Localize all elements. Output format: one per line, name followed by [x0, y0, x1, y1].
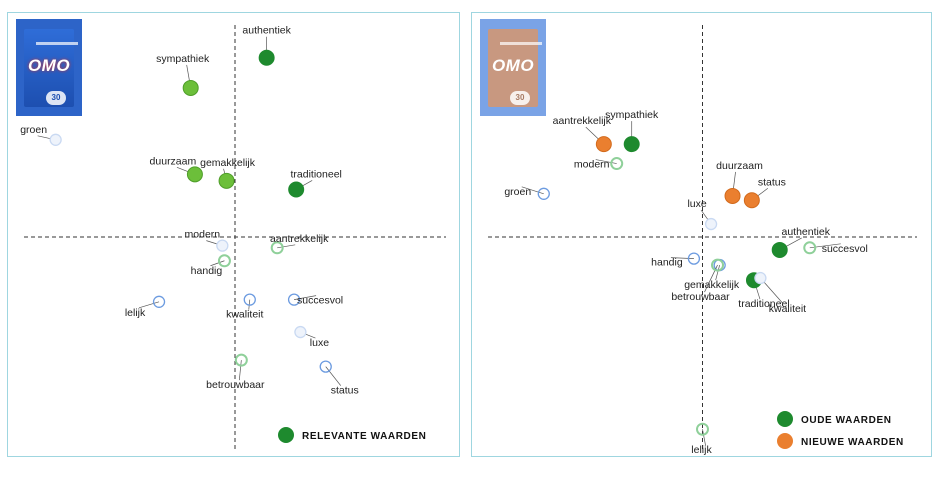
legend-marker — [777, 433, 793, 449]
label-leader-line — [138, 301, 160, 309]
pack-strip — [36, 42, 78, 45]
data-point-kwaliteit — [754, 271, 767, 285]
data-point-duurzaam — [724, 187, 741, 204]
data-label-modern: modern — [574, 159, 610, 171]
label-leader-line — [521, 186, 544, 195]
label-leader-line — [715, 264, 720, 281]
data-point-handig — [217, 254, 231, 268]
legend-marker — [777, 411, 793, 427]
data-point-duurzaam — [186, 166, 203, 183]
data-point-gemakkelijk — [218, 172, 235, 189]
data-label-aantrekkelijk: aantrekkelijk — [553, 115, 612, 127]
data-label-succesvol: succesvol — [297, 295, 343, 307]
label-leader-line — [238, 360, 242, 381]
data-label-authentiek: authentiek — [781, 226, 830, 238]
data-label-authentiek: authentiek — [242, 25, 291, 37]
pack-box: OMO 30 — [24, 29, 78, 107]
data-label-betrouwbaar: betrouwbaar — [671, 291, 730, 303]
data-point-sympathiek — [182, 79, 199, 96]
pack-strip — [500, 42, 542, 45]
data-label-succesvol: succesvol — [822, 243, 868, 255]
data-label-duurzaam: duurzaam — [150, 155, 197, 167]
data-label-betrouwbaar: betrouwbaar — [206, 379, 265, 391]
pack-brand-logo: OMO — [491, 56, 535, 75]
data-point-status — [743, 192, 760, 209]
data-label-sympathiek: sympathiek — [156, 53, 210, 65]
data-point-status — [319, 360, 332, 373]
data-point-kwaliteit — [243, 293, 256, 306]
data-label-kwaliteit: kwaliteit — [226, 309, 263, 321]
label-leader-line — [210, 260, 225, 267]
data-point-lelijk — [152, 295, 166, 308]
data-point-modern — [610, 157, 624, 171]
label-leader-line — [702, 429, 706, 446]
legend-label: OUDE WAARDEN — [801, 415, 892, 426]
chart-panel-left: OMO 30 authentiek sympathiek groen duurzaam… — [7, 12, 460, 457]
data-label-duurzaam: duurzaam — [716, 160, 763, 172]
legend-label: RELEVANTE WAARDEN — [302, 431, 426, 442]
data-label-groen: groen — [504, 186, 531, 198]
data-label-aantrekkelijk: aantrekkelijk — [270, 233, 329, 245]
data-label-lelijk: lelijk — [125, 307, 146, 319]
label-leader-line — [294, 295, 317, 300]
data-label-luxe: luxe — [687, 198, 706, 210]
label-leader-line — [670, 257, 694, 259]
data-point-groen — [537, 187, 550, 200]
product-pack-image-new: OMO 30 — [480, 19, 546, 116]
data-label-sympathiek: sympathiek — [605, 109, 659, 121]
data-point-luxe — [294, 325, 307, 339]
data-label-modern: modern — [185, 229, 221, 241]
data-point-authentiek — [771, 241, 788, 258]
data-label-gemakkelijk: gemakkelijk — [200, 157, 256, 169]
data-point-sympathiek — [623, 136, 640, 153]
data-point-authentiek — [258, 49, 275, 66]
data-point-traditioneel — [288, 181, 305, 198]
data-label-status: status — [331, 385, 359, 397]
pack-brand-logo: OMO — [27, 56, 71, 75]
label-leader-line — [277, 244, 296, 249]
data-point-aantrekkelijk — [270, 241, 284, 255]
data-point-luxe — [704, 217, 718, 231]
data-point-aantrekkelijk — [595, 136, 612, 153]
legend-marker — [278, 427, 294, 443]
data-point-lelijk — [696, 422, 709, 436]
data-point-handig — [687, 252, 701, 265]
data-label-kwaliteit: kwaliteit — [769, 303, 806, 315]
pack-dose-badge: 30 — [510, 91, 530, 105]
data-label-traditioneel: traditioneel — [291, 168, 342, 180]
data-point-succesvol — [803, 241, 817, 255]
label-leader-line — [595, 159, 617, 164]
data-label-gemakkelijk: gemakkelijk — [684, 279, 740, 291]
data-point-succesvol — [287, 293, 301, 306]
pack-dose-badge: 30 — [46, 91, 66, 105]
data-point-betrouwbaar — [234, 353, 248, 367]
data-label-handig: handig — [651, 257, 683, 269]
data-label-groen: groen — [20, 124, 47, 136]
label-leader-line — [325, 366, 342, 386]
legend-label: NIEUWE WAARDEN — [801, 437, 904, 448]
data-label-traditioneel: traditioneel — [738, 298, 789, 310]
product-pack-image-old: OMO 30 — [16, 19, 82, 116]
data-point-groen — [49, 133, 62, 146]
data-label-handig: handig — [191, 265, 223, 277]
data-label-lelijk: lelijk — [691, 444, 712, 456]
data-label-status: status — [758, 176, 786, 188]
data-label-luxe: luxe — [310, 337, 329, 349]
data-point-modern — [216, 239, 229, 252]
data-point-betrouwbaar — [711, 258, 725, 272]
pack-box: OMO 30 — [488, 29, 542, 107]
